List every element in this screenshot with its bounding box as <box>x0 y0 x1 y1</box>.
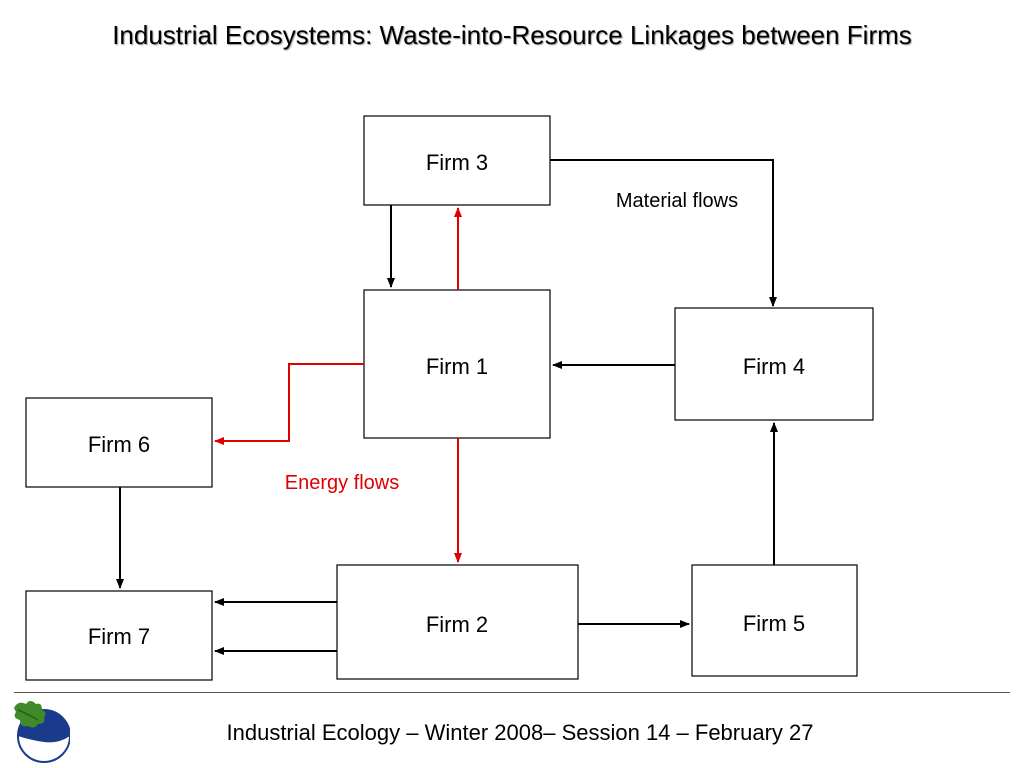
firm-3-box: Firm 3 <box>363 115 551 206</box>
firm-5-label: Firm 5 <box>743 611 805 636</box>
firm-2-label: Firm 2 <box>426 612 488 637</box>
firm-5-box: Firm 5 <box>691 564 858 677</box>
firm-2-box: Firm 2 <box>336 564 579 680</box>
firm-1-box: Firm 1 <box>363 289 551 439</box>
firm-7-box: Firm 7 <box>25 590 213 681</box>
footer-divider <box>14 692 1010 693</box>
firm-6-label: Firm 6 <box>88 432 150 457</box>
material-flow-firm3-to-firm4 <box>550 159 777 307</box>
oak-leaf-globe-icon <box>14 701 70 763</box>
firm-1-label: Firm 1 <box>426 354 488 379</box>
firm-4-label: Firm 4 <box>743 354 805 379</box>
energy-flow-firm1-to-firm6 <box>214 363 364 445</box>
slide-footer: Industrial Ecology – Winter 2008– Sessio… <box>226 720 814 745</box>
firm-3-label: Firm 3 <box>426 150 488 175</box>
firm-6-box: Firm 6 <box>25 397 213 488</box>
firm-7-label: Firm 7 <box>88 624 150 649</box>
material-flows-label: Material flows <box>616 190 738 212</box>
firm-4-box: Firm 4 <box>674 307 874 421</box>
energy-flows-label: Energy flows <box>285 472 400 494</box>
slide-title: Industrial Ecosystems: Waste-into-Resour… <box>112 20 912 50</box>
